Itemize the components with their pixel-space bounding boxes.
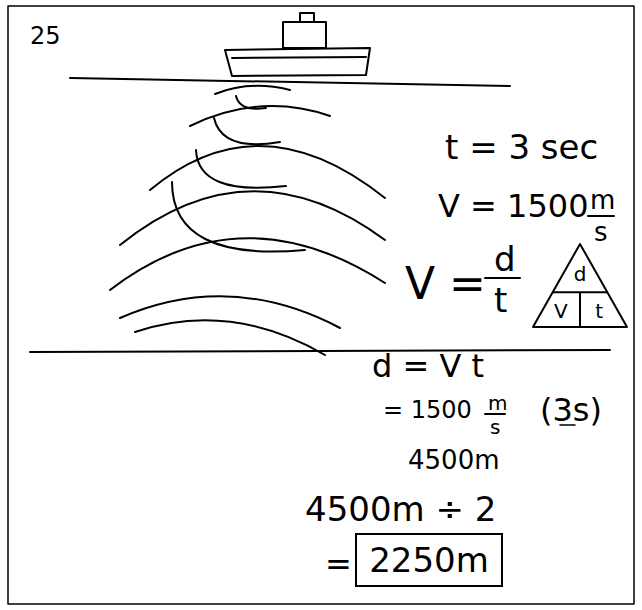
unit-numerator: m <box>488 393 507 413</box>
problem-number: 25 <box>30 24 61 48</box>
answer-box: 2250m <box>355 533 503 587</box>
round-trip-distance: 4500m <box>408 447 500 473</box>
unit-denominator: s <box>490 417 500 437</box>
formula-left: V = <box>405 262 486 306</box>
echo-wave <box>236 96 266 109</box>
echo-wave <box>196 150 286 188</box>
substitution: = 1500 <box>383 398 472 422</box>
formula-numerator: d <box>494 242 516 276</box>
given-time: t = 3 sec <box>445 130 598 164</box>
sound-wave <box>110 238 385 290</box>
water-surface <box>70 78 510 86</box>
sound-wave <box>150 146 385 198</box>
fraction-bar <box>588 215 614 217</box>
ship-cabin <box>283 22 326 48</box>
ship-deck <box>232 57 366 58</box>
ship-hull <box>225 48 370 76</box>
rearranged-formula: d = V t <box>372 350 484 382</box>
echo-wave <box>214 118 280 144</box>
unit-numerator: m <box>590 187 615 213</box>
node-text: 2250m <box>369 543 489 577</box>
sound-wave <box>215 86 290 94</box>
triangle-outline <box>532 243 628 328</box>
node-text: V <box>554 301 568 321</box>
sound-wave <box>120 191 385 245</box>
substitution-time: (3s) <box>540 394 602 426</box>
sound-wave <box>135 320 325 355</box>
node-text: t <box>595 301 603 321</box>
given-speed: V = 1500 <box>438 190 588 222</box>
formula-triangle: dVt <box>532 243 628 328</box>
node-text: d <box>574 264 587 284</box>
sound-wave <box>120 296 340 328</box>
equals-sign: = <box>325 548 352 580</box>
frame <box>8 6 634 604</box>
halving-step: 4500m ÷ 2 <box>305 492 496 526</box>
ship-mast <box>300 13 314 22</box>
triangle-edge <box>533 244 627 327</box>
echo-wave <box>172 182 305 252</box>
unit-denominator: s <box>594 219 608 245</box>
fraction-bar <box>485 277 520 279</box>
formula-denominator: t <box>494 283 507 317</box>
fraction-bar <box>485 413 505 415</box>
triangle-divider <box>579 292 581 327</box>
